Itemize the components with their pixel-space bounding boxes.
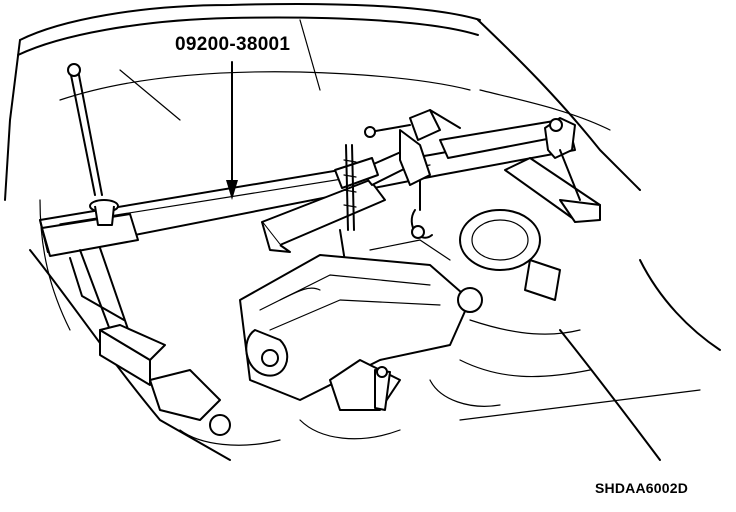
fender-lines	[29, 199, 721, 461]
tool-part-number-label: 09200-38001	[175, 34, 291, 55]
right-foot-assembly	[504, 149, 601, 223]
callout-leader	[226, 61, 238, 200]
left-foot-assembly	[41, 199, 166, 386]
rear-bar	[439, 117, 576, 159]
top-clamp	[364, 109, 461, 186]
cross-beam	[261, 147, 423, 253]
lower-left-components	[149, 366, 401, 446]
engine-accessories	[429, 209, 591, 407]
engine-block	[239, 239, 471, 411]
figure-code-label: SHDAA6002D	[595, 480, 689, 496]
raised-hood	[4, 2, 641, 201]
hood-prop-rod	[67, 63, 103, 196]
